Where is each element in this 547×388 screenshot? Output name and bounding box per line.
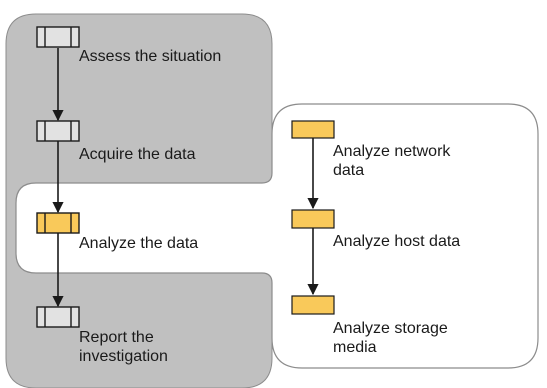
step-label-assess: Assess the situation [79, 48, 222, 65]
main-step-box-analyze [36, 212, 80, 234]
sub-step-label-network: Analyze network data [333, 143, 451, 179]
sub-step-box-host [291, 209, 335, 229]
main-step-box-acquire [36, 120, 80, 142]
sub-step-label-storage: Analyze storage media [333, 320, 448, 356]
main-step-box-report [36, 306, 80, 328]
sub-step-box-storage [291, 295, 335, 315]
step-label-analyze: Analyze the data [79, 235, 199, 252]
sub-process-panel [15, 103, 539, 369]
sub-step-label-host: Analyze host data [333, 233, 461, 250]
sub-step-box-network [291, 120, 335, 139]
main-step-box-assess [36, 26, 80, 48]
step-label-acquire: Acquire the data [79, 146, 196, 163]
step-label-report: Report the investigation [79, 329, 168, 365]
